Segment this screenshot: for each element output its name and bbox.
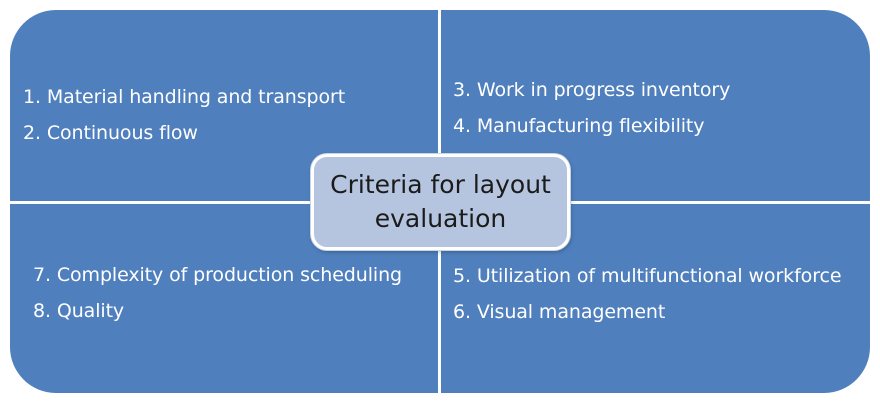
criterion-item: 3. Work in progress inventory <box>453 79 731 101</box>
quadrant-bottom-right: 5. Utilization of multifunctional workfo… <box>441 204 870 393</box>
criteria-list: 5. Utilization of multifunctional workfo… <box>453 258 842 330</box>
criterion-item: 4. Manufacturing flexibility <box>453 115 705 137</box>
criteria-list: 1. Material handling and transport 2. Co… <box>23 79 345 151</box>
center-node: Criteria for layout evaluation <box>311 154 570 250</box>
criterion-item: 8. Quality <box>33 300 125 322</box>
quadrant-top-right: 3. Work in progress inventory 4. Manufac… <box>441 10 870 201</box>
criterion-item: 6. Visual management <box>453 301 666 323</box>
quadrant-top-left: 1. Material handling and transport 2. Co… <box>10 10 438 201</box>
criteria-list: 3. Work in progress inventory 4. Manufac… <box>453 72 730 144</box>
criterion-item: 5. Utilization of multifunctional workfo… <box>453 265 842 287</box>
criterion-item: 1. Material handling and transport <box>23 86 346 108</box>
criteria-list: 7. Complexity of production scheduling 8… <box>33 257 402 329</box>
center-title: Criteria for layout evaluation <box>330 170 551 233</box>
criterion-item: 7. Complexity of production scheduling <box>33 264 402 286</box>
criterion-item: 2. Continuous flow <box>23 122 198 144</box>
